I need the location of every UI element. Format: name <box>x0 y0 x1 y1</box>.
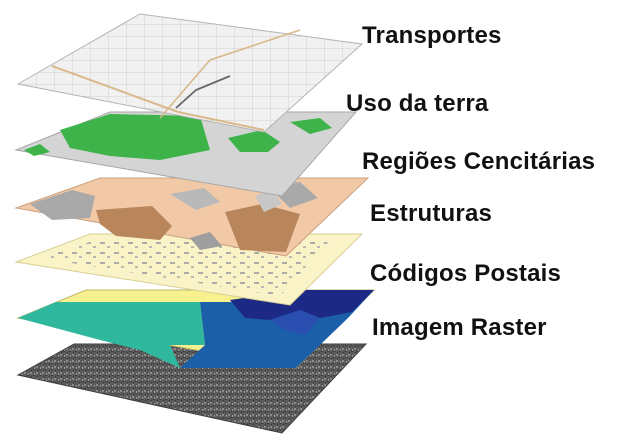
label-regioes-cencitarias: Regiões Cencitárias <box>362 148 596 175</box>
postal-codes-layer <box>16 289 376 369</box>
label-uso-da-terra: Uso da terra <box>346 90 489 117</box>
label-imagem-raster: Imagem Raster <box>372 314 547 341</box>
label-transportes: Transportes <box>362 22 502 49</box>
label-codigos-postais: Códigos Postais <box>370 260 562 287</box>
land-use-layer <box>14 111 358 197</box>
transportation-layer <box>16 13 364 133</box>
label-estruturas: Estruturas <box>370 200 493 227</box>
